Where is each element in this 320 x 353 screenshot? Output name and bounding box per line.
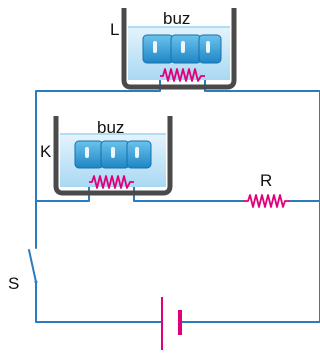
wire-bottom-left: [35, 281, 163, 323]
ice-cubes-bottom: [74, 140, 152, 169]
ice-cube-icon: [170, 34, 202, 64]
wires: [35, 75, 320, 323]
resistor-icon: [243, 194, 289, 208]
wire-top-left: [35, 75, 161, 249]
label-resistor: R: [260, 171, 272, 190]
beaker-icon: [121, 8, 237, 90]
ice-cube-icon: [100, 140, 130, 169]
switch-icon: [28, 249, 37, 283]
heater-coil-icon: [160, 68, 205, 82]
resistor: R: [243, 171, 289, 208]
beaker-icon: [53, 116, 173, 196]
switch: S: [8, 249, 38, 293]
ice-cube-icon: [142, 34, 174, 64]
wire-mid-left: [35, 181, 90, 202]
ice-cube-icon: [126, 140, 152, 169]
label-ice-bottom: buz: [97, 118, 124, 137]
wire-mid-right: [133, 181, 244, 202]
battery-icon: [161, 297, 182, 350]
beaker-top: L buz: [110, 8, 237, 90]
label-beaker-top: L: [110, 20, 119, 39]
beaker-bottom: K buz: [40, 116, 173, 196]
ice-cubes-top: [142, 34, 222, 64]
switch-contact: [34, 280, 38, 284]
label-switch: S: [8, 274, 19, 293]
label-beaker-bottom: K: [40, 142, 52, 161]
wire-top-right: [204, 75, 320, 92]
ice-cube-icon: [198, 34, 222, 64]
ice-cube-icon: [74, 140, 104, 169]
heater-coil-icon: [89, 175, 134, 189]
label-ice-top: buz: [163, 9, 190, 28]
